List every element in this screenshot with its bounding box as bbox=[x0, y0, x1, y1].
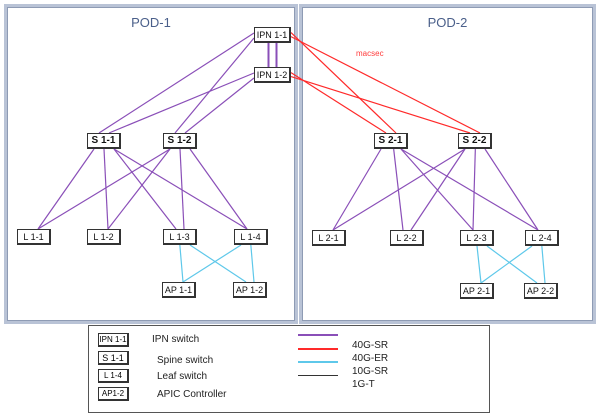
legend-line-1g-t bbox=[298, 375, 338, 376]
pod-1-title: POD-1 bbox=[131, 15, 171, 30]
legend-apic-label: APIC Controller bbox=[157, 389, 227, 400]
spine-switch-1-1[interactable]: S 1-1 bbox=[87, 133, 121, 149]
legend-leaf-label: Leaf switch bbox=[157, 371, 208, 382]
legend-label-10g-sr: 10G-SR bbox=[352, 366, 389, 377]
apic-controller-2-2[interactable]: AP 2-2 bbox=[524, 283, 558, 299]
apic-controller-1-1[interactable]: AP 1-1 bbox=[162, 282, 196, 298]
legend-line-40g-sr bbox=[298, 334, 338, 336]
legend: IPN 1-1 IPN switch S 1-1 Spine switch L … bbox=[88, 325, 490, 413]
spine-switch-2-2[interactable]: S 2-2 bbox=[458, 133, 492, 149]
ipn-switch-1-2[interactable]: IPN 1-2 bbox=[254, 67, 291, 83]
legend-label-40g-sr: 40G-SR bbox=[352, 340, 389, 351]
legend-line-40g-er bbox=[298, 348, 338, 350]
legend-ipn-label: IPN switch bbox=[152, 334, 200, 345]
legend-spine-sample: S 1-1 bbox=[98, 351, 129, 365]
legend-leaf-sample: L 1-4 bbox=[98, 369, 129, 383]
apic-controller-1-2[interactable]: AP 1-2 bbox=[233, 282, 267, 298]
pod-2-title: POD-2 bbox=[427, 15, 468, 30]
legend-label-40g-er: 40G-ER bbox=[352, 353, 389, 364]
legend-spine-label: Spine switch bbox=[157, 355, 214, 366]
leaf-switch-1-2[interactable]: L 1-2 bbox=[87, 229, 121, 245]
pod-2-frame: POD-2 bbox=[299, 4, 596, 324]
pod-2-border bbox=[302, 7, 593, 321]
ipn-switch-1-1[interactable]: IPN 1-1 bbox=[254, 27, 291, 43]
spine-switch-1-2[interactable]: S 1-2 bbox=[163, 133, 197, 149]
legend-ipn-sample: IPN 1-1 bbox=[98, 333, 129, 347]
leaf-switch-1-4[interactable]: L 1-4 bbox=[234, 229, 268, 245]
pod-1-border bbox=[7, 7, 295, 321]
legend-line-10g-sr bbox=[298, 361, 338, 363]
leaf-switch-2-2[interactable]: L 2-2 bbox=[390, 230, 424, 246]
apic-controller-2-1[interactable]: AP 2-1 bbox=[460, 283, 494, 299]
legend-label-1g-t: 1G-T bbox=[352, 379, 375, 390]
legend-apic-sample: AP1-2 bbox=[98, 387, 129, 401]
pod-1-frame: POD-1 bbox=[4, 4, 298, 324]
leaf-switch-2-4[interactable]: L 2-4 bbox=[525, 230, 559, 246]
leaf-switch-1-3[interactable]: L 1-3 bbox=[163, 229, 197, 245]
macsec-annotation: macsec bbox=[356, 49, 384, 58]
leaf-switch-2-3[interactable]: L 2-3 bbox=[460, 230, 494, 246]
spine-switch-2-1[interactable]: S 2-1 bbox=[374, 133, 408, 149]
leaf-switch-1-1[interactable]: L 1-1 bbox=[17, 229, 51, 245]
leaf-switch-2-1[interactable]: L 2-1 bbox=[312, 230, 346, 246]
